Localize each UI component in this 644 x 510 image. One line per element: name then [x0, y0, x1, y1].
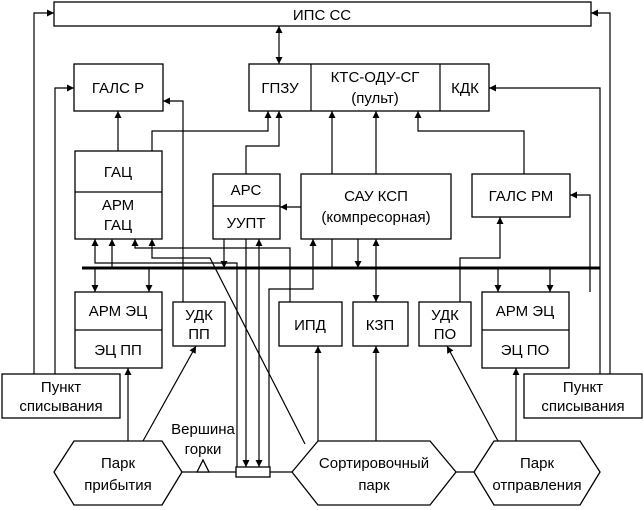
label-ipd: ИПД: [294, 317, 326, 334]
node-gals-rm: ГАЛС РМ: [471, 173, 571, 218]
label-gals-r: ГАЛС Р: [92, 80, 144, 97]
node-punkt-left: Пункт списывания: [1, 373, 121, 419]
link-ipd-arm-gac: [131, 239, 291, 302]
label-punkt-right-line2: списывания: [541, 398, 624, 415]
link-departure-udk-po: [446, 345, 499, 442]
link-punkt-right-kdk: [489, 84, 601, 374]
link-udk-po-gals-rm: [459, 217, 504, 302]
link-arrival-udk-pp: [142, 345, 197, 442]
link-ars-gpzu: [245, 111, 283, 174]
label-ec-po: ЭЦ ПО: [501, 342, 550, 359]
label-kts-odu-line1: КТС-ОДУ-СГ: [331, 69, 420, 86]
label-udk-pp-line2: ПП: [188, 326, 210, 343]
label-ips-ss: ИПС СС: [293, 7, 351, 24]
node-park-arrival: Парк прибытия: [53, 440, 183, 506]
label-park-sort-line1: Сортировочный: [319, 455, 429, 472]
label-ec-pp: ЭЦ ПП: [94, 342, 142, 359]
link-retarder-sau: [268, 239, 317, 467]
connectors: [33, 9, 611, 473]
link-udk-pp-gals-r: [163, 97, 184, 302]
node-arm-ec-right: АРМ ЭЦ ЭЦ ПО: [481, 291, 570, 369]
label-park-arrival-line2: прибытия: [84, 477, 152, 494]
link-punkt-left-gals-r: [54, 84, 74, 374]
label-kts-odu-line2: (пульт): [351, 90, 399, 107]
node-punkt-right: Пункт списывания: [523, 373, 643, 419]
label-uupt: УУПТ: [226, 215, 265, 232]
link-punkt-left-ips: [33, 9, 54, 374]
node-arm-ec-left: АРМ ЭЦ ЭЦ ПП: [74, 291, 163, 369]
label-arm-gac-line1: АРМ: [102, 197, 134, 214]
label-arm-ec-right: АРМ ЭЦ: [496, 303, 554, 320]
label-park-departure-line2: отправления: [492, 477, 581, 494]
link-punkt-right-ips: [591, 9, 611, 374]
node-gals-r: ГАЛС Р: [73, 63, 164, 112]
retarder-block: [235, 466, 271, 478]
label-kdk: КДК: [451, 80, 479, 97]
label-hump-line1: Вершина: [171, 421, 235, 438]
label-gac: ГАЦ: [104, 164, 132, 181]
label-udk-pp-line1: УДК: [185, 307, 213, 324]
node-gpzu-kts-kdk: ГПЗУ КТС-ОДУ-СГ (пульт) КДК: [248, 63, 490, 112]
node-gac: ГАЦ АРМ ГАЦ: [74, 150, 163, 240]
label-gpzu: ГПЗУ: [261, 80, 299, 97]
label-punkt-right-line1: Пункт: [563, 379, 603, 396]
label-punkt-left-line1: Пункт: [41, 379, 81, 396]
node-ars-uupt: АРС УУПТ: [212, 173, 281, 240]
link-gals-rm-kdk: [414, 111, 525, 174]
link-arm-ec-right-gals-rm: [570, 191, 591, 292]
node-park-departure: Парк отправления: [473, 440, 601, 506]
node-ipd: ИПД: [278, 301, 343, 347]
hump-summit-triangle-icon: [195, 458, 211, 473]
label-arm-ec-left: АРМ ЭЦ: [89, 303, 147, 320]
label-udk-po-line2: ПО: [434, 326, 456, 343]
label-punkt-left-line2: списывания: [19, 398, 102, 415]
node-park-sort: Сортировочный парк: [291, 440, 457, 506]
node-kzp: КЗП: [352, 301, 409, 347]
label-gals-rm: ГАЛС РМ: [489, 188, 554, 205]
label-park-sort-line2: парк: [358, 477, 390, 494]
label-sau-ksp-line2: (компресорная): [321, 209, 430, 226]
label-sau-ksp-line1: САУ КСП: [344, 188, 408, 205]
label-udk-po-line1: УДК: [431, 307, 459, 324]
link-retarder-arm-gac: [91, 239, 238, 467]
label-kzp: КЗП: [366, 317, 394, 334]
link-gac-gpzu: [151, 111, 272, 151]
label-ars: АРС: [231, 182, 262, 199]
label-hump-line2: горки: [185, 441, 222, 458]
node-udk-pp: УДК ПП: [172, 301, 226, 347]
node-udk-po: УДК ПО: [418, 301, 472, 347]
node-ips-ss: ИПС СС: [53, 1, 592, 27]
label-park-departure-line1: Парк: [520, 455, 554, 472]
node-sau-ksp: САУ КСП (компресорная): [300, 173, 452, 240]
label-arm-gac-line2: ГАЦ: [104, 217, 132, 234]
label-park-arrival-line1: Парк: [101, 455, 135, 472]
hump-summit: Вершина горки: [171, 421, 236, 473]
